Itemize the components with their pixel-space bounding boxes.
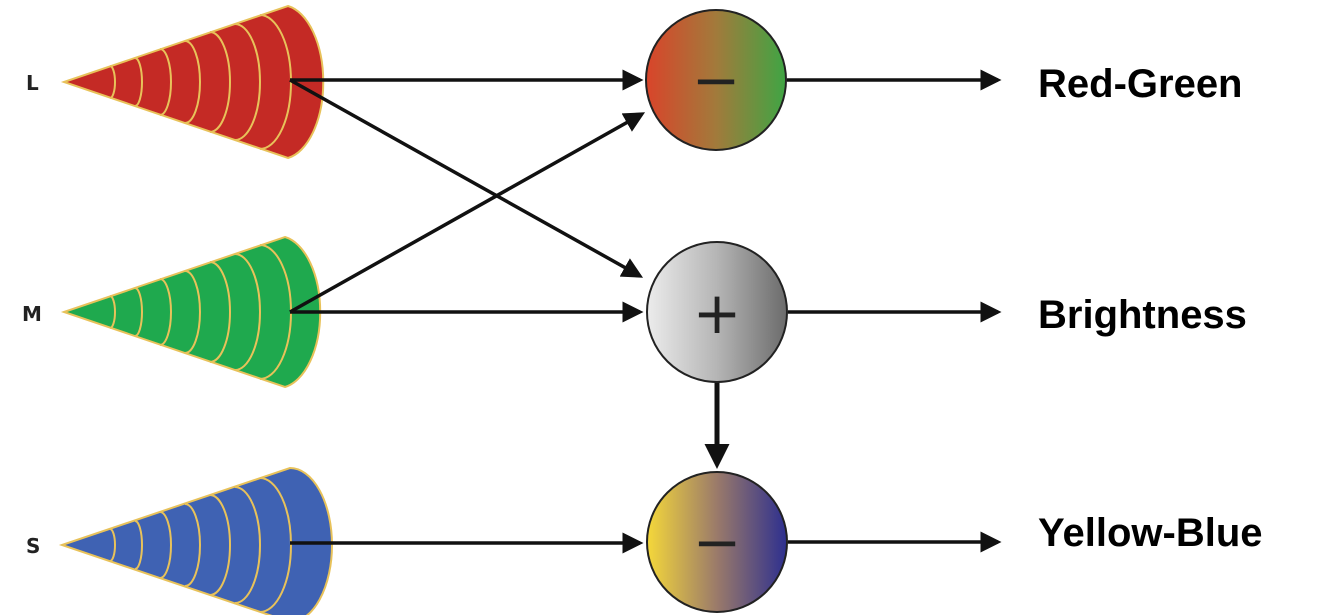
cone-L-body <box>60 4 325 160</box>
arrow-L-to-brightness <box>289 78 644 278</box>
node-red-green: − <box>645 9 787 151</box>
node-brightness: + <box>646 241 788 383</box>
minus-icon: − <box>693 508 742 576</box>
node-red-green-circle <box>645 9 787 151</box>
node-yellow-blue: − <box>646 471 788 613</box>
plus-icon: + <box>693 279 742 347</box>
cone-S-rings <box>109 477 292 613</box>
cone-label-M: M <box>22 302 42 326</box>
output-label-red-green: Red-Green <box>1038 62 1243 106</box>
cone-S <box>58 466 333 615</box>
cone-M-body <box>60 235 322 389</box>
node-brightness-circle <box>646 241 788 383</box>
minus-icon: − <box>692 46 741 114</box>
cone-label-L: L <box>26 71 39 95</box>
arrow-M-to-red-green <box>289 112 646 314</box>
cone-label-S: S <box>26 534 40 558</box>
output-label-brightness: Brightness <box>1038 293 1247 337</box>
node-yellow-blue-circle <box>646 471 788 613</box>
cone-L <box>60 4 325 160</box>
cone-S-body <box>58 466 333 615</box>
cone-M <box>60 235 322 389</box>
output-label-yellow-blue: Yellow-Blue <box>1038 511 1263 555</box>
